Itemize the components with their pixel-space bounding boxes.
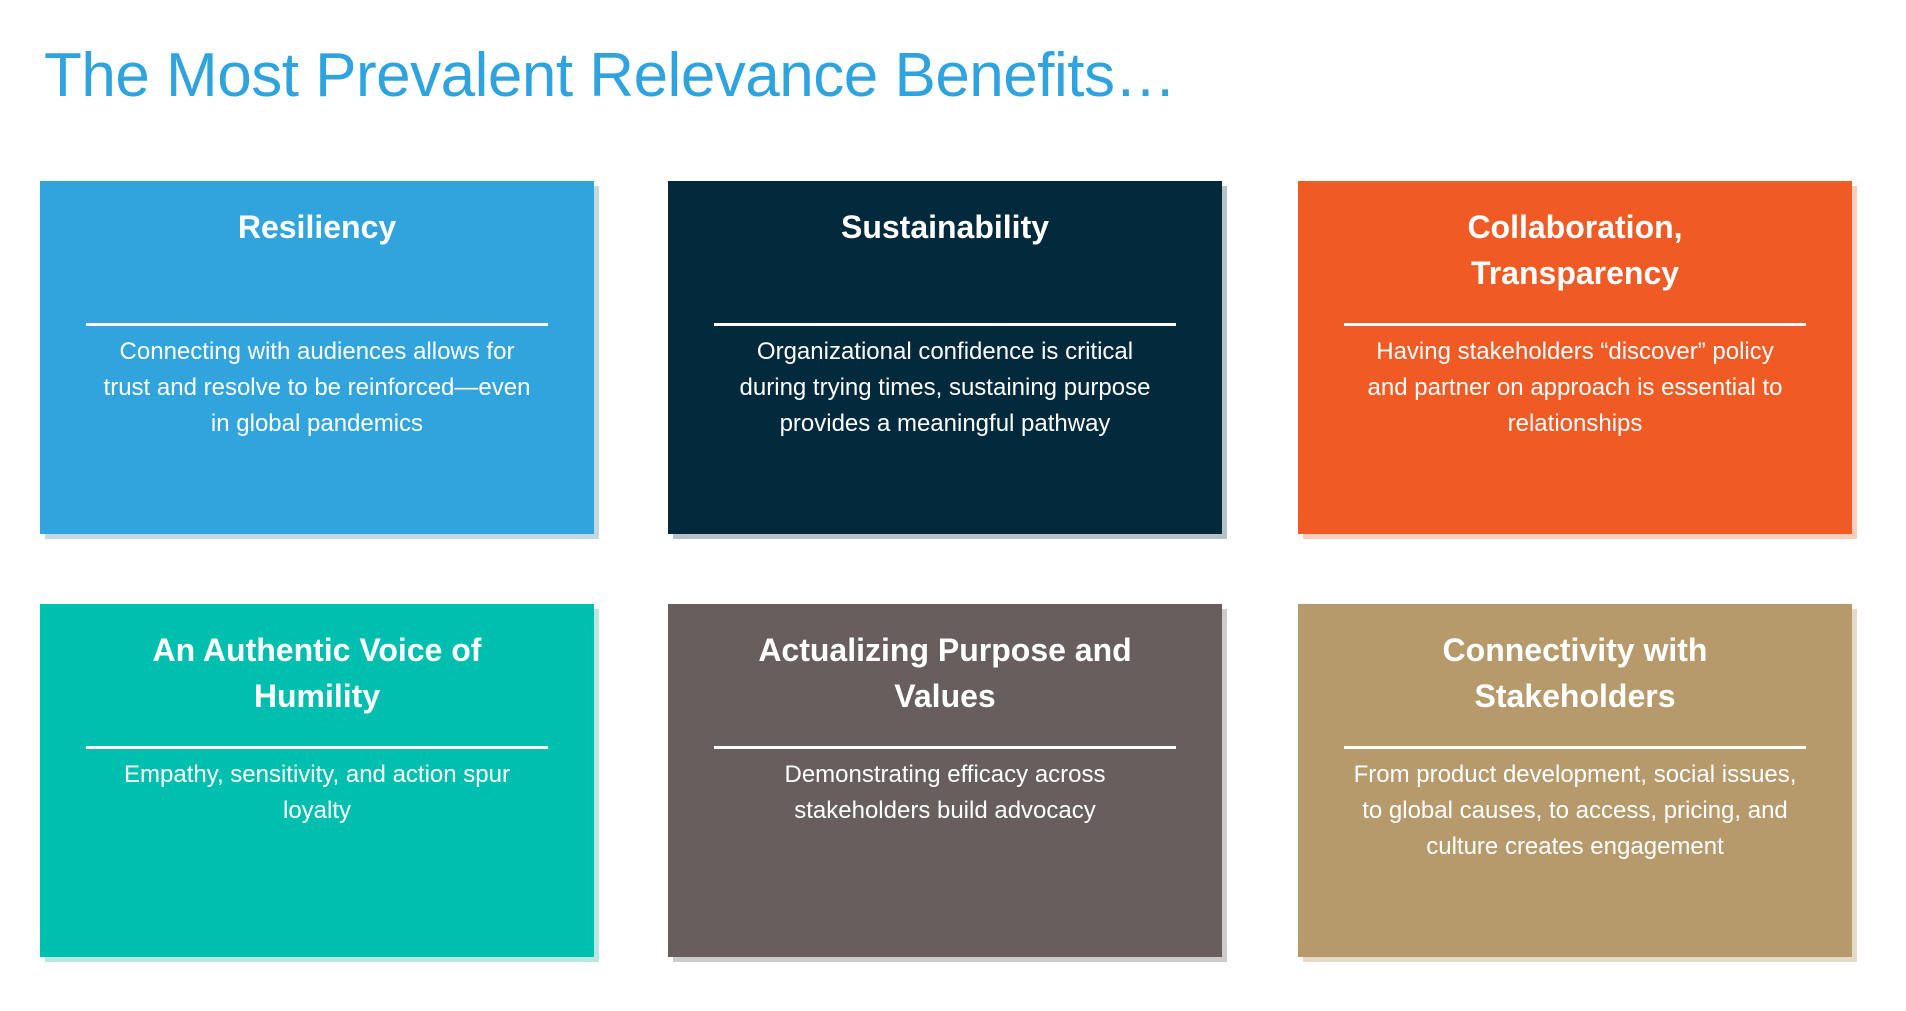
page-title: The Most Prevalent Relevance Benefits… — [44, 41, 1177, 110]
card-heading: Collaboration, Transparency — [1467, 209, 1683, 291]
card-resiliency: Resiliency Connecting with audiences all… — [40, 181, 640, 566]
card-body: Organizational confidence is critical du… — [739, 338, 1151, 437]
card-actualizing-purpose: Actualizing Purpose and Values Demonstra… — [668, 604, 1267, 984]
card-authentic-voice: An Authentic Voice of Humility Empathy, … — [40, 604, 640, 989]
card-heading: An Authentic Voice of Humility — [152, 632, 482, 714]
card-divider — [714, 746, 1176, 749]
card-divider — [1344, 746, 1806, 749]
card-heading: Actualizing Purpose and Values — [758, 632, 1132, 714]
card-heading: Sustainability — [840, 209, 1050, 245]
card-face: Resiliency Connecting with audiences all… — [40, 181, 594, 534]
card-body: Empathy, sensitivity, and action spur lo… — [124, 761, 510, 824]
card-face: Collaboration, Transparency Having stake… — [1298, 181, 1852, 534]
card-face: Connectivity with Stakeholders From prod… — [1298, 604, 1852, 957]
card-body: Having stakeholders “discover” policy an… — [1367, 338, 1783, 437]
card-divider — [1344, 323, 1806, 326]
card-face: Sustainability Organizational confidence… — [668, 181, 1222, 534]
card-face: An Authentic Voice of Humility Empathy, … — [40, 604, 594, 957]
card-connectivity: Connectivity with Stakeholders From prod… — [1298, 604, 1894, 985]
card-collaboration-transparency: Collaboration, Transparency Having stake… — [1298, 181, 1894, 562]
card-divider — [714, 323, 1176, 326]
card-divider — [86, 323, 548, 326]
card-body: Demonstrating efficacy across stakeholde… — [784, 761, 1106, 824]
card-body: Connecting with audiences allows for tru… — [103, 338, 531, 437]
card-face: Actualizing Purpose and Values Demonstra… — [668, 604, 1222, 957]
card-heading: Resiliency — [237, 209, 397, 245]
card-heading: Connectivity with Stakeholders — [1442, 632, 1708, 714]
card-sustainability: Sustainability Organizational confidence… — [668, 181, 1267, 561]
card-body: From product development, social issues,… — [1353, 761, 1797, 860]
card-divider — [86, 746, 548, 749]
